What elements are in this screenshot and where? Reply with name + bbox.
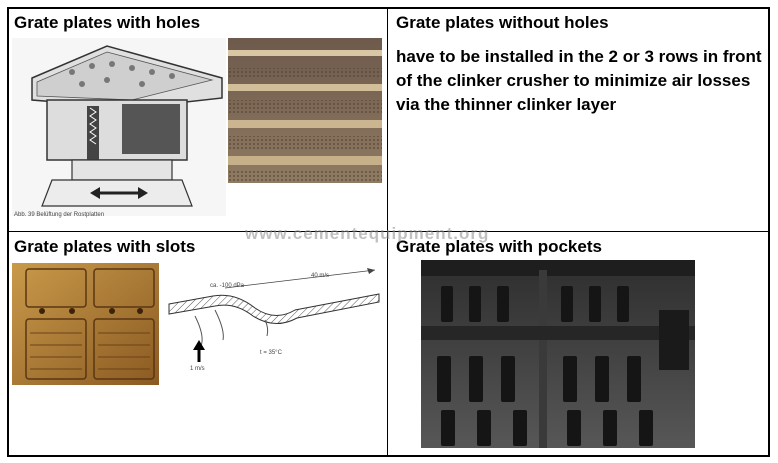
- content-table: [7, 7, 770, 457]
- velocity-bottom-label: 1 m/s: [190, 366, 205, 372]
- drawing-caption: Abb. 39 Belüftung der Rostplatten: [14, 212, 105, 218]
- watermark: www.cementequipment.org: [245, 224, 490, 243]
- grate-holes-photo: [228, 38, 382, 183]
- grate-pockets-photo: [421, 260, 695, 448]
- velocity-top-label: 40 m/s: [311, 273, 330, 279]
- grate-slots-photo: [12, 263, 159, 385]
- column-divider: [387, 7, 388, 457]
- title-grate-holes: Grate plates with holes: [14, 13, 201, 32]
- temperature-label: t = 35°C: [260, 350, 282, 356]
- pressure-label: ca. -100 dPa: [210, 283, 245, 289]
- row-divider: [7, 231, 770, 232]
- title-grate-no-holes: Grate plates without holes: [396, 13, 609, 32]
- description-text: have to be installed in the 2 or 3 rows …: [396, 47, 762, 114]
- cooler-drawing: [12, 38, 226, 216]
- title-grate-slots: Grate plates with slots: [14, 237, 196, 256]
- slot-airflow-diagram: [165, 266, 383, 376]
- title-grate-pockets: Grate plates with pockets: [396, 237, 602, 256]
